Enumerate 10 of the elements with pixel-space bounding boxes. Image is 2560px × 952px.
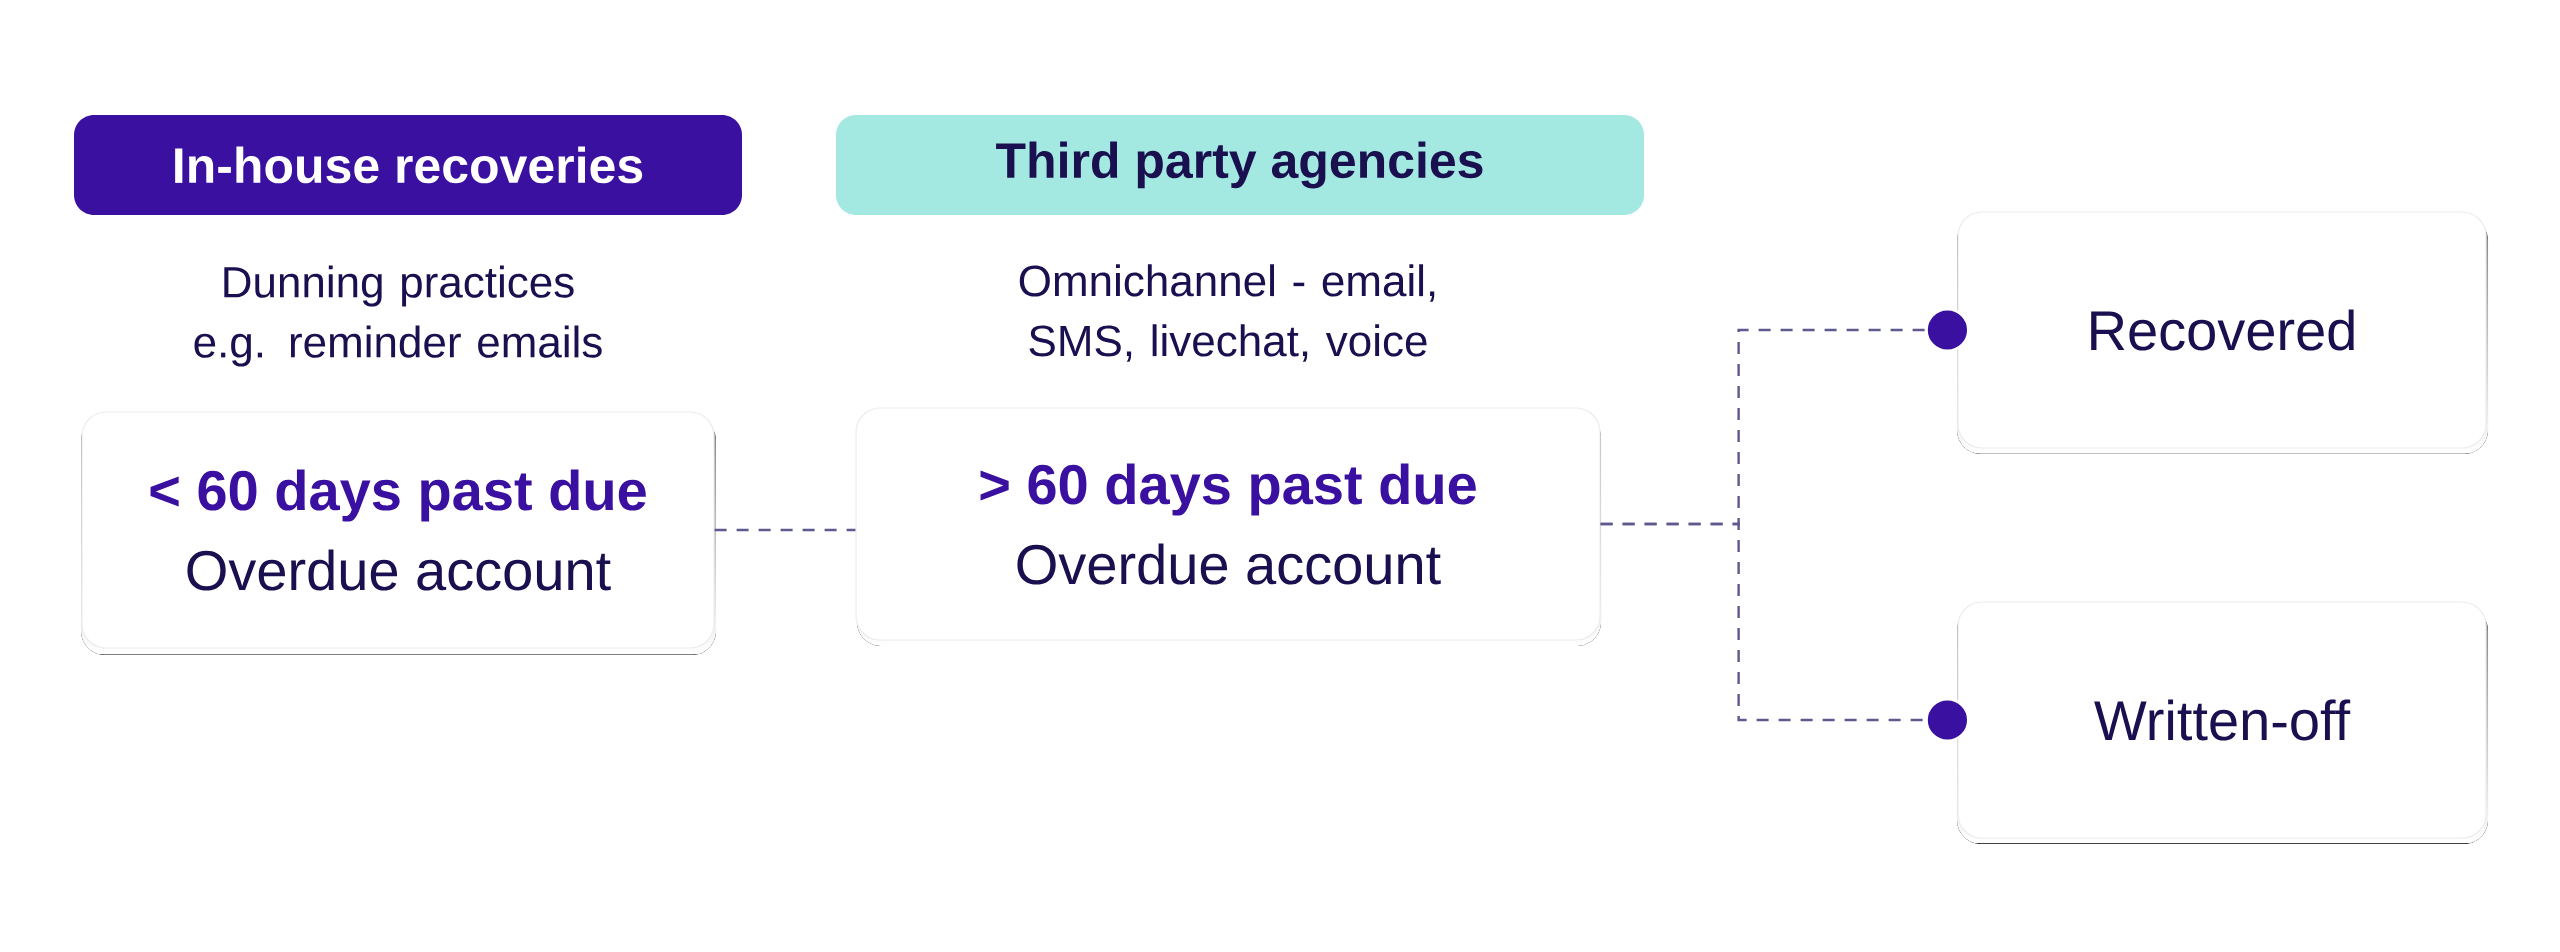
account-card: < 60 days past due Overdue account bbox=[81, 411, 716, 655]
description-text: Dunning practices e.g. reminder emails bbox=[194, 265, 602, 367]
connector bbox=[1600, 522, 1970, 742]
heading-pill: In-house recoveries bbox=[74, 115, 742, 215]
connector bbox=[714, 528, 856, 532]
account-card: Written-off bbox=[1957, 601, 2488, 844]
heading-pill: Third party agencies bbox=[836, 115, 1644, 215]
account-card: > 60 days past due Overdue account bbox=[855, 407, 1601, 646]
description-text: Omnichannel - email, SMS, livechat, voice bbox=[1019, 264, 1435, 362]
account-card: Recovered bbox=[1957, 211, 2488, 454]
